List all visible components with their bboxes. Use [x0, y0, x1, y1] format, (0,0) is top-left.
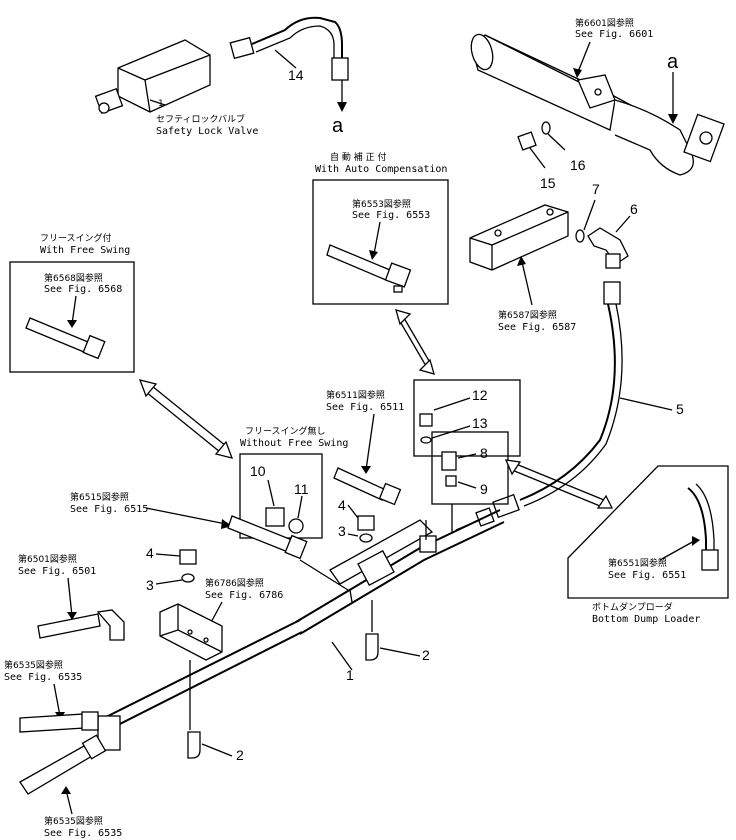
without-free-swing-en: Without Free Swing	[240, 438, 348, 449]
part-number-14: 14	[288, 67, 304, 83]
fig-6515-label-jp: 第6515図参照	[70, 491, 129, 503]
part-number-11: 11	[294, 481, 309, 497]
valve-tag: 1	[158, 99, 164, 109]
fig-6551-label-en: See Fig. 6551	[608, 570, 686, 581]
fig-6515-label-en: See Fig. 6515	[70, 504, 148, 515]
hose-6501	[37, 613, 101, 639]
fig-6551-label-jp: 第6551図参照	[608, 557, 667, 569]
fig-6535-bottom-label-jp: 第6535図参照	[44, 815, 103, 827]
u-fitting-2-right	[365, 633, 379, 661]
elbow-6501	[96, 609, 125, 641]
part-number-4-right: 4	[338, 497, 346, 513]
connection-letter-a-2: a	[667, 51, 679, 73]
safety-lock-label-jp: セフティロックバルブ	[156, 113, 245, 125]
box-8-9	[431, 431, 509, 505]
part-number-3-left: 3	[146, 577, 154, 593]
part-number-16: 16	[570, 157, 586, 173]
o-ring-16	[541, 121, 551, 135]
fig-6587-label-jp: 第6587図参照	[498, 309, 557, 321]
hose-6535-bottom	[19, 745, 93, 795]
fig-6553-label-jp: 第6553図参照	[352, 198, 411, 210]
nut-8	[441, 451, 457, 471]
fig-6587-block	[469, 204, 569, 271]
part-number-12: 12	[472, 387, 488, 403]
connection-letter-a: a	[332, 115, 344, 137]
bottom-dump-box	[567, 465, 729, 599]
part-number-9: 9	[480, 481, 488, 497]
washer-13	[420, 436, 432, 444]
part-number-8: 8	[480, 445, 488, 461]
auto-comp-label-en: With Auto Compensation	[315, 164, 447, 175]
part-number-2-left: 2	[236, 747, 244, 763]
part-number-7: 7	[592, 181, 600, 197]
safety-lock-valve	[94, 39, 211, 115]
u-fitting-2-left	[187, 731, 201, 759]
nut-10	[265, 507, 285, 527]
fig-6553-label-en: See Fig. 6553	[352, 210, 430, 221]
part-number-10: 10	[250, 463, 266, 479]
fig-6587-label-en: See Fig. 6587	[498, 322, 576, 333]
fig-6786-label-jp: 第6786図参照	[205, 577, 264, 589]
pipe-clamp	[97, 715, 121, 751]
fig-6535-top-label-jp: 第6535図参照	[4, 659, 63, 671]
hose-6511	[333, 467, 387, 501]
safety-lock-label-en: Safety Lock Valve	[156, 126, 258, 137]
fig-6511-label-jp: 第6511図参照	[326, 389, 385, 401]
hose-6535-top	[19, 713, 85, 733]
nut-4-right	[357, 515, 375, 531]
fig-6786-label-en: See Fig. 6786	[205, 590, 283, 601]
hose-6553	[326, 244, 391, 281]
part-number-6: 6	[630, 201, 638, 217]
part-number-1: 1	[346, 667, 354, 683]
part-number-15: 15	[540, 175, 556, 191]
washer-3-right	[359, 533, 373, 543]
fitting-9	[445, 475, 457, 487]
washer-11	[288, 518, 304, 534]
part-number-3-right: 3	[338, 523, 346, 539]
fig-6568-label-en: See Fig. 6568	[44, 284, 122, 295]
fig-6511-label-en: See Fig. 6511	[326, 402, 404, 413]
free-swing-label-en: With Free Swing	[40, 245, 130, 256]
fig-6601-pipe	[470, 33, 725, 176]
o-ring-7	[575, 229, 585, 243]
part-number-4-left: 4	[146, 545, 154, 561]
hose-6551-fitting	[701, 549, 719, 571]
part-number-13: 13	[472, 415, 488, 431]
without-free-swing-jp: フリースイング無し	[245, 425, 326, 437]
hose-6568	[25, 317, 89, 353]
free-swing-box	[9, 261, 135, 373]
fig-6501-label-jp: 第6501図参照	[18, 553, 77, 565]
fig-6601-label-jp: 第6601図参照	[575, 17, 634, 29]
auto-comp-label-jp: 自 動 補 正 付	[330, 151, 386, 163]
fitting-15	[517, 131, 537, 151]
main-pipe-1	[97, 509, 505, 751]
bolt-12	[419, 413, 433, 427]
auto-comp-box	[312, 179, 449, 305]
bracket-6786	[159, 603, 223, 661]
free-swing-label-jp: フリースイング付	[40, 232, 112, 244]
bottom-dump-label-en: Bottom Dump Loader	[592, 614, 700, 625]
fig-6568-label-jp: 第6568図参照	[44, 272, 103, 284]
hose-14	[229, 16, 349, 112]
bottom-dump-label-jp: ボトムダンプローダ	[592, 601, 673, 613]
washer-3-left	[181, 573, 195, 583]
fig-6501-label-en: See Fig. 6501	[18, 566, 96, 577]
nut-4-left	[179, 549, 197, 565]
fig-6535-top-label-en: See Fig. 6535	[4, 672, 82, 683]
fig-6601-label-en: See Fig. 6601	[575, 29, 653, 40]
fig-6535-bottom-label-en: See Fig. 6535	[44, 828, 122, 839]
part-number-5: 5	[676, 401, 684, 417]
tee-fitting	[419, 535, 437, 553]
part-number-2-right: 2	[422, 647, 430, 663]
